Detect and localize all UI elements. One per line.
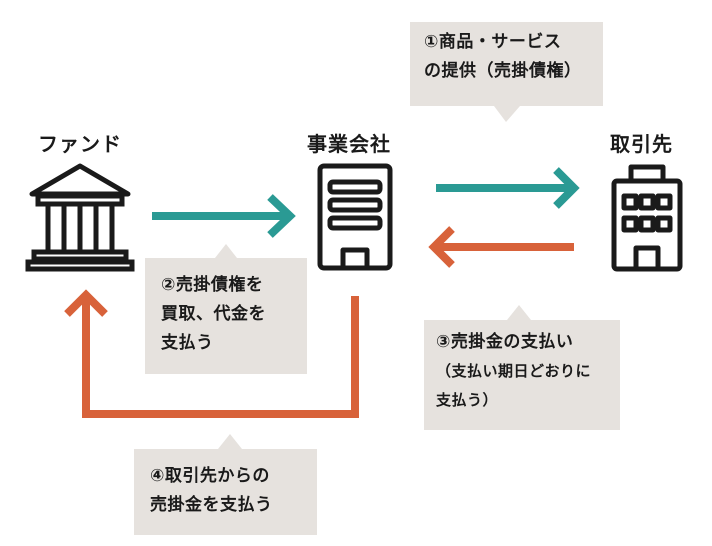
bank-icon <box>25 163 135 272</box>
callout-1-goods-services: ①商品・サービス の提供（売掛債権） <box>410 22 603 106</box>
office-building-icon <box>317 163 393 271</box>
callout-2-pointer <box>215 244 237 258</box>
callout-1-line-1: ①商品・サービス <box>424 32 562 52</box>
arrow-fund-to-company <box>152 194 296 238</box>
callout-2-line-1: ②売掛債権を <box>161 275 264 295</box>
callout-2-line-3: 支払う <box>161 333 214 353</box>
callout-4-pointer <box>218 434 242 449</box>
arrow-partner-to-company <box>428 226 574 268</box>
callout-3-line-2: （支払い期日どおりに <box>436 362 592 380</box>
callout-3-line-1: ③売掛金の支払い <box>436 332 574 352</box>
fund-label: ファンド <box>38 132 122 156</box>
callout-3-pointer <box>507 305 531 320</box>
callout-2-purchase-receivables: ②売掛債権を 買取、代金を 支払う <box>145 258 307 374</box>
callout-4-line-2: 売掛金を支払う <box>150 495 273 515</box>
callout-4-pay-from-partner: ④取引先からの 売掛金を支払う <box>134 449 317 535</box>
callout-3-line-3: 支払う） <box>436 391 499 409</box>
arrow-company-to-fund <box>64 289 359 418</box>
company-label: 事業会社 <box>307 132 391 156</box>
callout-4-line-1: ④取引先からの <box>150 466 270 486</box>
callout-2-line-2: 買取、代金を <box>161 304 266 324</box>
callout-1-pointer <box>494 106 520 122</box>
partner-building-icon <box>611 164 683 272</box>
arrow-company-to-partner <box>436 167 580 209</box>
partner-label: 取引先 <box>610 132 673 156</box>
callout-1-line-2: の提供（売掛債権） <box>424 61 582 81</box>
callout-3-payment: ③売掛金の支払い （支払い期日どおりに 支払う） <box>424 320 620 430</box>
